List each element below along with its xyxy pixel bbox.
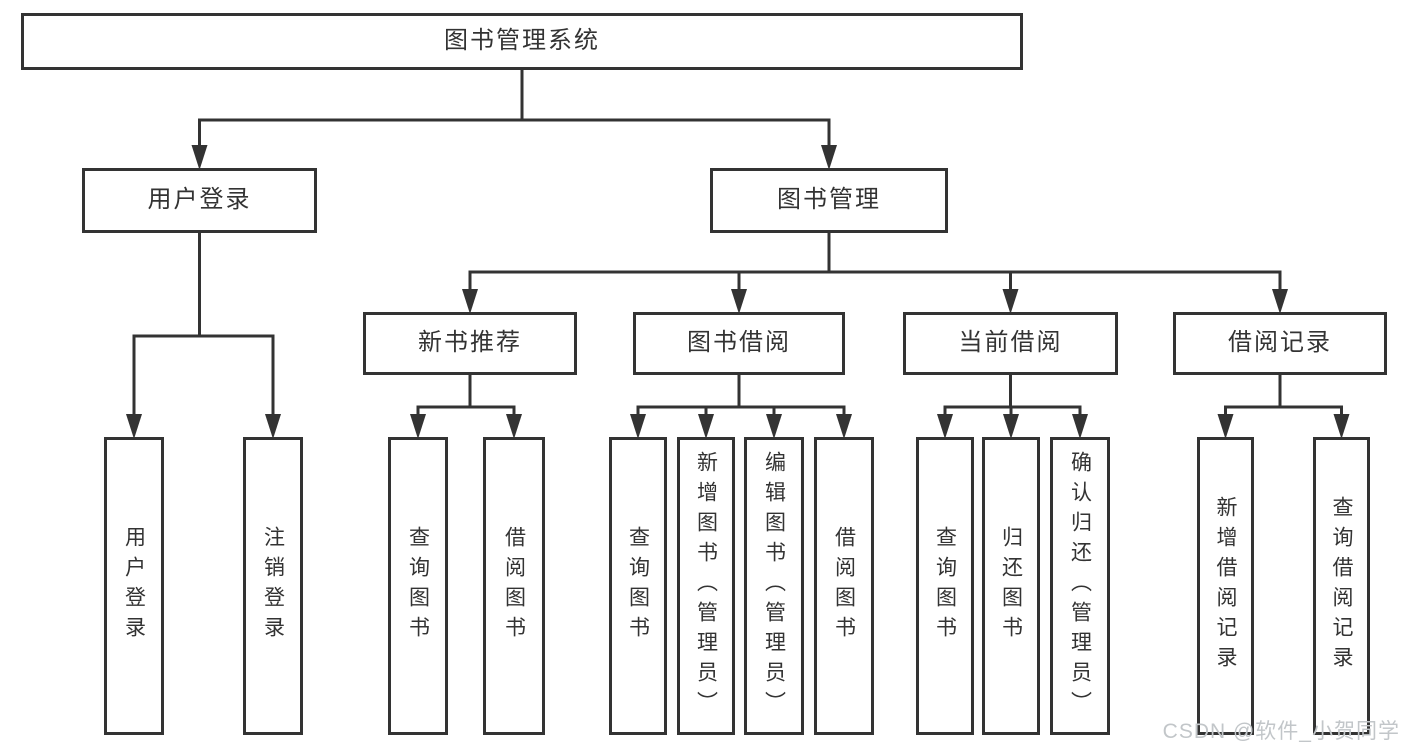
node-login-do: 用户登录 (104, 437, 164, 735)
node-label-newbook: 新书推荐 (418, 329, 522, 357)
node-bw-borrow: 借阅图书 (814, 437, 874, 735)
node-label-login-do: 用户登录 (122, 526, 146, 646)
node-rc-query: 查询借阅记录 (1313, 437, 1370, 735)
node-label-borrow: 图书借阅 (687, 329, 791, 357)
node-label-cu-return: 归还图书 (999, 526, 1023, 646)
node-label-nb-borrow: 借阅图书 (502, 526, 526, 646)
node-label-cu-confirm: 确认归还（管理员） (1068, 451, 1092, 721)
node-label-bw-add: 新增图书（管理员） (694, 451, 718, 721)
connector-bookmgmt (468, 231, 1282, 308)
arrowhead-borrow (731, 289, 747, 314)
node-nb-borrow: 借阅图书 (483, 437, 545, 735)
node-label-bw-edit: 编辑图书（管理员） (762, 451, 786, 721)
node-rc-add: 新增借阅记录 (1197, 437, 1254, 735)
arrowhead-bw-query (630, 414, 646, 439)
connector-login (132, 231, 275, 433)
node-label-bookmgmt: 图书管理 (777, 186, 881, 214)
node-login: 用户登录 (82, 168, 317, 233)
connector-records (1224, 373, 1343, 433)
arrowhead-cu-confirm (1072, 414, 1088, 439)
arrowhead-records (1272, 289, 1288, 314)
arrowhead-bw-edit (766, 414, 782, 439)
node-root: 图书管理系统 (21, 13, 1023, 70)
connector-newbook (416, 373, 516, 433)
node-label-records: 借阅记录 (1228, 329, 1332, 357)
arrowhead-cu-return (1003, 414, 1019, 439)
node-label-nb-query: 查询图书 (406, 526, 430, 646)
node-label-login: 用户登录 (147, 186, 252, 214)
node-newbook: 新书推荐 (363, 312, 577, 375)
node-cu-query: 查询图书 (916, 437, 974, 735)
watermark: CSDN @软件_小贺同学 (1162, 720, 1400, 743)
node-bw-edit: 编辑图书（管理员） (744, 437, 804, 735)
arrowhead-cu-query (937, 414, 953, 439)
arrowhead-rc-add (1217, 414, 1234, 439)
node-label-rc-query: 查询借阅记录 (1330, 496, 1353, 676)
arrowhead-rc-query (1333, 414, 1350, 439)
node-borrow: 图书借阅 (633, 312, 845, 375)
arrowhead-newbook (462, 289, 478, 314)
node-current: 当前借阅 (903, 312, 1118, 375)
node-bw-query: 查询图书 (609, 437, 667, 735)
node-label-bw-query: 查询图书 (626, 526, 650, 646)
connector-borrow (636, 373, 846, 433)
arrowhead-nb-query (410, 414, 426, 439)
arrowhead-nb-borrow (506, 414, 522, 439)
arrowhead-login-do (126, 414, 142, 439)
arrowhead-logout (265, 414, 281, 439)
node-label-current: 当前借阅 (958, 329, 1063, 357)
node-label-cu-query: 查询图书 (933, 526, 957, 646)
node-bookmgmt: 图书管理 (710, 168, 948, 233)
arrowhead-bw-borrow (836, 414, 852, 439)
node-label-root: 图书管理系统 (444, 27, 600, 55)
node-logout: 注销登录 (243, 437, 303, 735)
arrowhead-login (191, 145, 208, 170)
node-cu-return: 归还图书 (982, 437, 1040, 735)
node-nb-query: 查询图书 (388, 437, 448, 735)
arrowhead-current (1002, 289, 1019, 314)
node-bw-add: 新增图书（管理员） (677, 437, 735, 735)
node-label-rc-add: 新增借阅记录 (1214, 496, 1237, 676)
node-label-bw-borrow: 借阅图书 (832, 526, 856, 646)
node-records: 借阅记录 (1173, 312, 1387, 375)
arrowhead-bookmgmt (821, 145, 837, 170)
connector-root (198, 68, 831, 164)
arrowhead-bw-add (698, 414, 714, 439)
node-cu-confirm: 确认归还（管理员） (1050, 437, 1110, 735)
node-label-logout: 注销登录 (261, 526, 285, 646)
